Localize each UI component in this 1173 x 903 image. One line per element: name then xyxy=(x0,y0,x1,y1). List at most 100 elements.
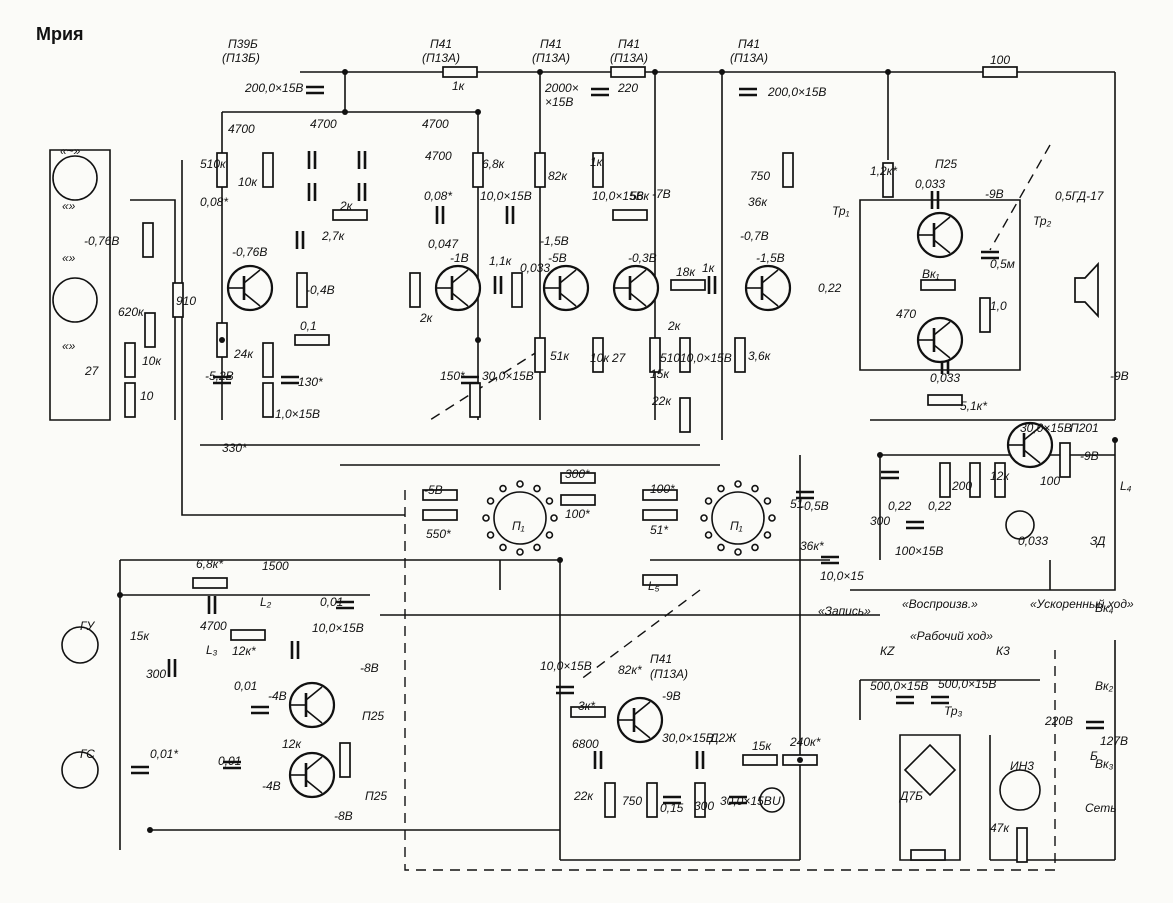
component-label: П₁ xyxy=(730,519,743,533)
capacitor xyxy=(207,596,217,614)
component-label: П39Б xyxy=(228,37,258,51)
rotary-switch xyxy=(700,480,776,556)
resistor xyxy=(882,162,894,198)
resistor xyxy=(560,472,596,484)
resistor xyxy=(592,337,604,373)
capacitor xyxy=(493,276,503,294)
component-label: 10к xyxy=(142,354,162,368)
capacitor xyxy=(591,87,609,97)
component-label: 0,08* xyxy=(424,189,452,203)
component-label: 2,7к xyxy=(321,229,346,243)
component-label: 220В xyxy=(1044,714,1073,728)
capacitor xyxy=(306,85,324,95)
capacitor xyxy=(281,375,299,385)
component-label: П201 xyxy=(1070,421,1099,435)
component-label: 240к* xyxy=(789,735,821,749)
component-label: 0,047 xyxy=(428,237,459,251)
component-label: 510 xyxy=(660,351,680,365)
component-label: «~» xyxy=(60,144,81,158)
capacitor xyxy=(796,490,814,500)
resistor xyxy=(649,337,661,373)
component-label: 2к xyxy=(667,319,682,333)
junction-dot xyxy=(147,827,153,833)
resistor xyxy=(469,382,481,418)
component-label: 30,0×15В xyxy=(720,794,772,808)
capacitor xyxy=(881,470,899,480)
component-label: ЗД xyxy=(1090,534,1106,548)
resistor xyxy=(560,494,596,506)
component-label: Тр₁ xyxy=(832,204,850,218)
component-label: 0,033 xyxy=(520,261,550,275)
component-label: ×15В xyxy=(545,95,573,109)
component-label: Д7Б xyxy=(898,789,923,803)
component-label: 22к xyxy=(573,789,594,803)
erase-head xyxy=(61,751,99,789)
capacitor xyxy=(435,206,445,224)
component-label: (П13А) xyxy=(610,51,648,65)
component-label: 0,033 xyxy=(1018,534,1048,548)
transistor xyxy=(916,316,964,364)
resistor xyxy=(734,337,746,373)
junction-dot xyxy=(475,337,481,343)
component-label: (П13А) xyxy=(422,51,460,65)
capacitor xyxy=(357,183,367,201)
junction-dot xyxy=(117,592,123,598)
resistor xyxy=(679,337,691,373)
motor xyxy=(1005,510,1035,540)
component-label: 56к xyxy=(630,189,650,203)
capacitor xyxy=(167,659,177,677)
capacitor xyxy=(461,375,479,385)
component-label: П₁ xyxy=(512,519,525,533)
diagram-title: Мрия xyxy=(36,24,84,44)
capacitor xyxy=(663,795,681,805)
component-label: П41 xyxy=(540,37,562,51)
component-label: 510к xyxy=(200,157,227,171)
component-label: 5,1к* xyxy=(960,399,987,413)
component-label: -0,76В xyxy=(84,234,119,248)
resistor xyxy=(610,66,646,78)
capacitor xyxy=(707,276,717,294)
component-label: -0,76В xyxy=(232,245,267,259)
transistor xyxy=(1006,421,1054,469)
component-label: 10,0×15В xyxy=(680,351,732,365)
component-label: -5,2В xyxy=(205,369,234,383)
resistor xyxy=(230,629,266,641)
component-label: 0,15 xyxy=(660,801,684,815)
component-label: 22к xyxy=(651,394,672,408)
resistor xyxy=(979,297,991,333)
capacitor xyxy=(821,555,839,565)
dashed-switch-links xyxy=(404,144,1056,871)
transistor xyxy=(616,696,664,744)
component-label: 0,22 xyxy=(928,499,952,513)
component-label: (П13А) xyxy=(532,51,570,65)
component-label: 2к xyxy=(419,311,434,325)
level-meter xyxy=(759,787,785,813)
resistor xyxy=(604,782,616,818)
component-label: 910 xyxy=(176,294,196,308)
component-label: «» xyxy=(62,251,76,265)
component-label: 10,0×15В xyxy=(480,189,532,203)
component-label: П25 xyxy=(362,709,384,723)
component-label: «» xyxy=(62,199,76,213)
transistor xyxy=(288,751,336,799)
component-label: «Рабочий ход» xyxy=(910,629,993,643)
component-label: -9В xyxy=(662,689,681,703)
component-label: 15к xyxy=(650,367,670,381)
component-label: 0,01 xyxy=(218,754,241,768)
component-label: 10,0×15В xyxy=(540,659,592,673)
component-label: -1,5В xyxy=(756,251,785,265)
capacitor xyxy=(357,151,367,169)
component-label: 4700 xyxy=(228,122,255,136)
component-label: 100 xyxy=(990,53,1010,67)
resistor xyxy=(679,397,691,433)
capacitor xyxy=(213,375,231,385)
component-label: П25 xyxy=(365,789,387,803)
component-label: (П13А) xyxy=(730,51,768,65)
component-label: 15к xyxy=(752,739,772,753)
component-label: 0,22 xyxy=(888,499,912,513)
rotary-switch xyxy=(482,480,558,556)
component-label: 130* xyxy=(298,375,323,389)
component-label: 4700 xyxy=(200,619,227,633)
component-label: Вк₂ xyxy=(1095,679,1114,693)
resistor xyxy=(124,382,136,418)
